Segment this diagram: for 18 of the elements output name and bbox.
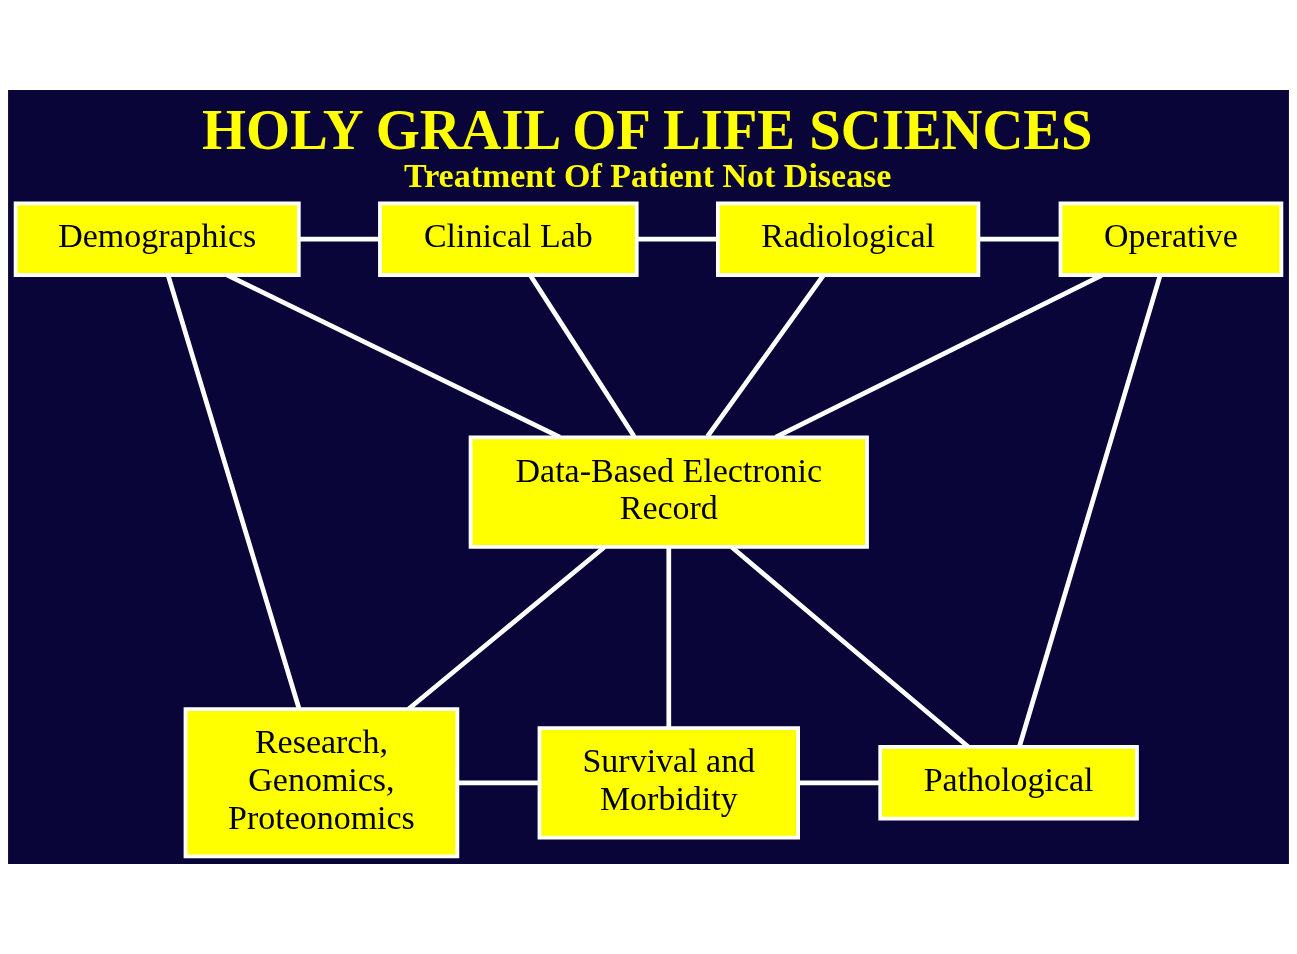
connector: [457, 780, 540, 786]
connector: [299, 236, 380, 242]
connector: [165, 274, 302, 710]
connector: [730, 545, 970, 749]
connector: [978, 236, 1060, 242]
node-box: Operative: [1058, 201, 1284, 277]
node-box: Data-Based Electronic Record: [468, 435, 869, 549]
node-box: Survival and Morbidity: [537, 726, 800, 840]
node-box: Research, Genomics, Proteonomics: [183, 707, 460, 859]
connector: [637, 236, 718, 242]
connector: [666, 547, 672, 728]
connector: [407, 545, 606, 711]
connector: [1017, 274, 1163, 748]
node-box: Radiological: [716, 201, 981, 277]
node-box: Demographics: [13, 201, 301, 277]
node-box: Pathological: [878, 745, 1139, 821]
connector: [798, 780, 880, 786]
node-box: Clinical Lab: [378, 201, 639, 277]
